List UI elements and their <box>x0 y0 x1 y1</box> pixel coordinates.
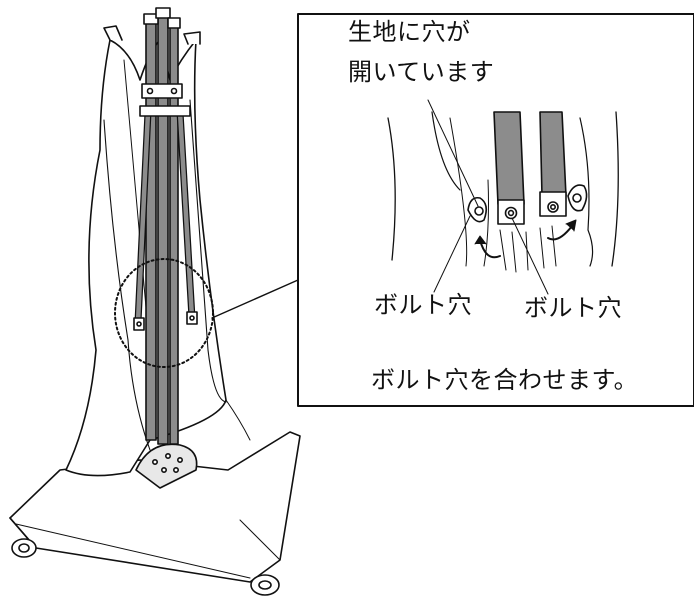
callout-box <box>297 13 694 407</box>
leader-line <box>433 215 471 293</box>
leader-line <box>427 99 479 207</box>
bolt-hole-label-right: ボルト穴 <box>524 294 622 322</box>
base-hub <box>135 443 198 489</box>
caster-wheel <box>11 538 37 558</box>
rotation-arrow-icon <box>474 235 501 259</box>
fabric-hole <box>467 196 488 223</box>
pole-frame <box>133 7 198 445</box>
fabric-hole <box>567 184 588 212</box>
bolt-hole-label-left: ボルト穴 <box>374 291 472 319</box>
instruction-text: ボルト穴を合わせます。 <box>371 366 639 394</box>
caster-wheel <box>250 574 280 596</box>
stand-base <box>9 431 301 596</box>
fabric-hole-label-line1: 生地に穴が <box>348 18 471 46</box>
detail-pole-left <box>493 111 525 225</box>
detail-pole-right <box>539 111 567 217</box>
rotation-arrow-icon <box>547 219 577 241</box>
leader-line <box>511 217 549 295</box>
detail-view <box>387 99 619 295</box>
magnify-indicator <box>114 258 299 368</box>
fabric-hole-label-line2: 開いています <box>348 58 495 86</box>
